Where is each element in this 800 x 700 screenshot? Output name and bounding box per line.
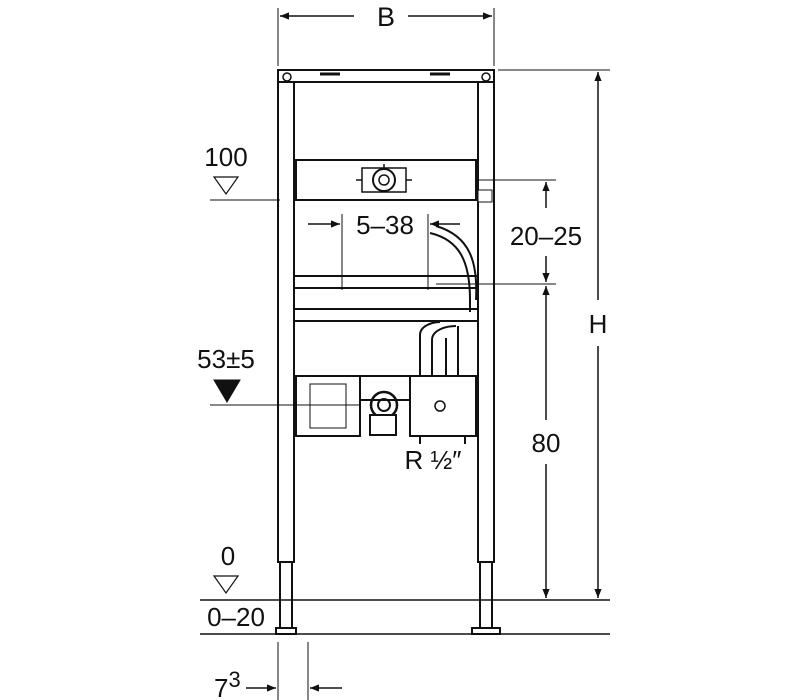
control-knob-icon (434, 400, 446, 412)
level-marker-mid: 53±5 (197, 344, 360, 406)
supply-pipes (419, 225, 478, 378)
offset-base: 7 (214, 673, 228, 700)
outlet-fitting-icon (356, 164, 412, 193)
offset-exponent: 3 (228, 667, 240, 692)
right-upright (477, 69, 495, 563)
adjust-range-label: 0–20 (207, 602, 265, 632)
gap-label: 20–25 (510, 221, 582, 251)
corner-bolt-icon (282, 72, 292, 82)
spacing-label: 5–38 (356, 210, 414, 240)
dimension-80: 80 (532, 286, 561, 598)
left-foot (279, 561, 293, 631)
dimension-width: B (277, 2, 495, 66)
height-80-label: 80 (532, 428, 561, 458)
level-mid-label: 53±5 (197, 344, 255, 374)
dimension-spacing: 5–38 (308, 210, 460, 290)
height-label: H (589, 309, 608, 339)
level-zero-label: 0 (221, 541, 235, 571)
top-rail (277, 69, 495, 83)
dimension-height: H (498, 69, 610, 598)
width-label: B (377, 2, 395, 32)
dimension-offset: 73 (214, 642, 342, 700)
thread-label: R ½″ (405, 445, 462, 475)
level-marker-zero: 0 0–20 (207, 541, 265, 632)
corner-bolt-icon (481, 72, 491, 82)
dimension-gap: 20–25 (436, 179, 582, 285)
cross-rail (293, 275, 479, 289)
cross-rail (293, 308, 479, 322)
level-icon (477, 189, 493, 203)
right-foot (479, 561, 493, 631)
left-upright (277, 69, 295, 563)
level-top-label: 100 (204, 142, 247, 172)
level-marker-top: 100 (204, 142, 280, 201)
drain-assembly (295, 375, 477, 444)
frame (275, 69, 501, 635)
offset-label: 73 (214, 667, 241, 700)
